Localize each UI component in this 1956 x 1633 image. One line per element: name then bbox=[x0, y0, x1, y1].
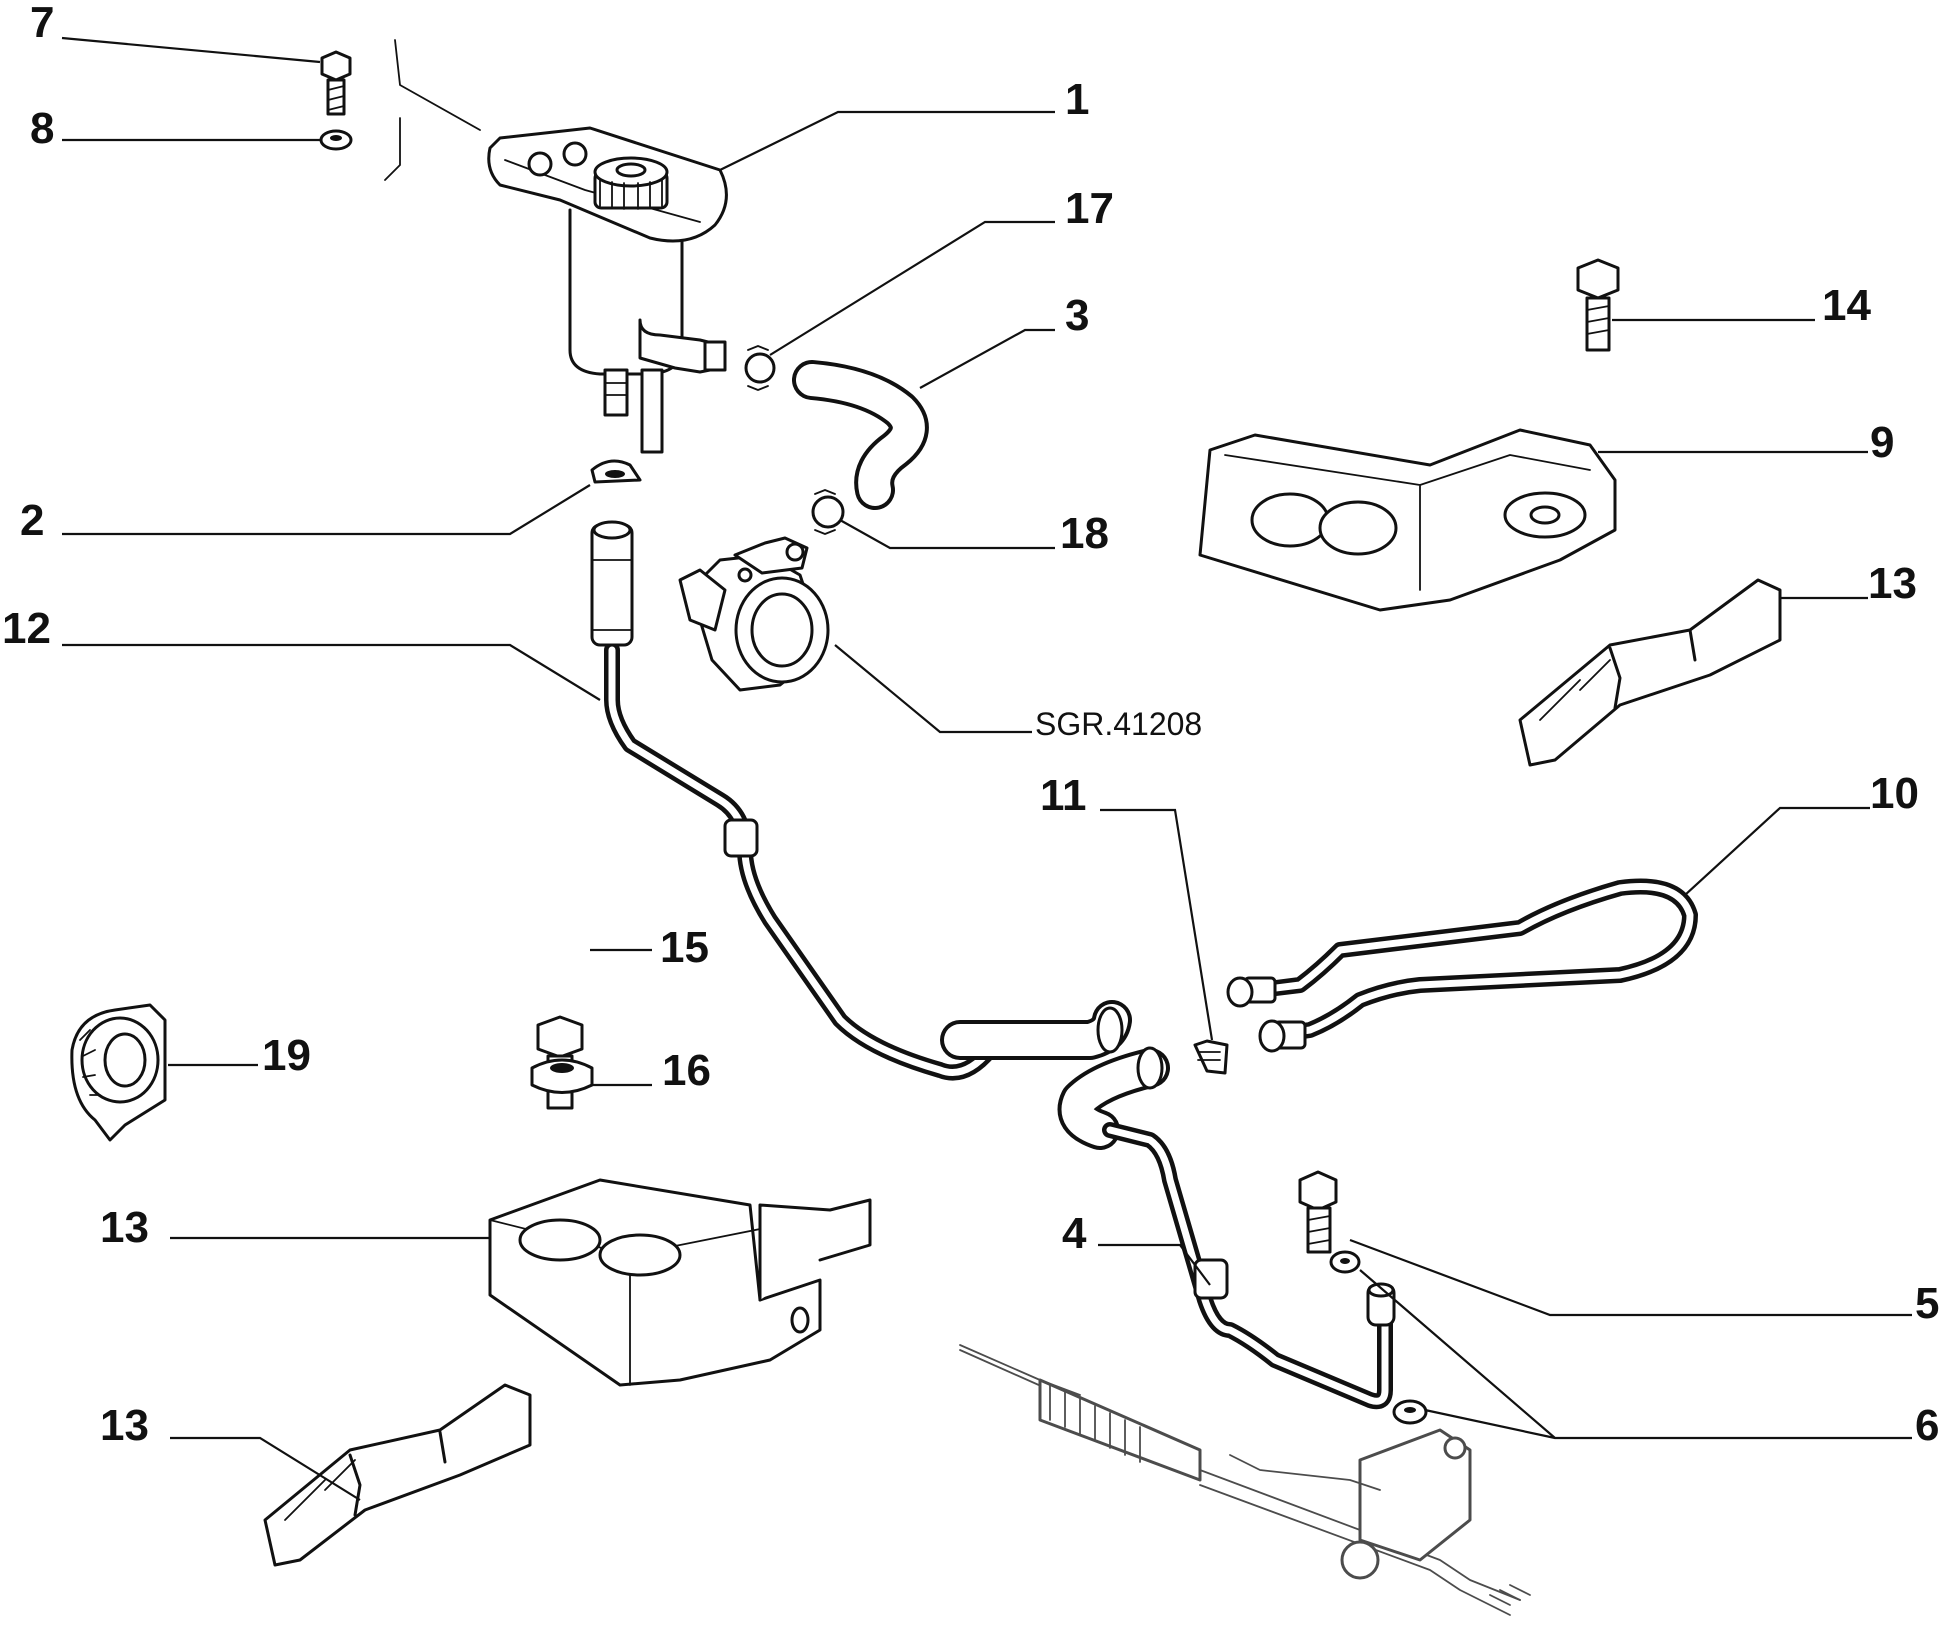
leader-4 bbox=[1098, 1243, 1211, 1286]
part-hose-clip-19 bbox=[70, 1003, 167, 1142]
part-union-bolt-5 bbox=[1298, 1170, 1338, 1254]
callout-1: 1 bbox=[1065, 75, 1089, 124]
part-screw-7 bbox=[320, 50, 352, 116]
part-washer-6-lower bbox=[1392, 1399, 1428, 1425]
callout-6: 6 bbox=[1915, 1401, 1939, 1450]
callout-9: 9 bbox=[1870, 418, 1894, 467]
part-supply-pipe-12 bbox=[590, 520, 1132, 1081]
leader-2 bbox=[62, 484, 591, 536]
part-washer-17 bbox=[530, 1058, 594, 1094]
callout-18-upper: 17 bbox=[1065, 184, 1114, 233]
part-hose-clamp-18-lower bbox=[811, 489, 845, 535]
part-washer-6-upper bbox=[1329, 1250, 1361, 1274]
callout-10: 10 bbox=[1870, 769, 1919, 818]
part-hose-clamp-18-upper bbox=[744, 345, 776, 391]
reference-code: SGR.41208 bbox=[1035, 706, 1202, 742]
part-pipe-holder-14 bbox=[488, 1178, 872, 1387]
leader-7 bbox=[61, 36, 321, 64]
part-oil-reservoir bbox=[487, 126, 728, 454]
part-clip-13-lower bbox=[263, 1383, 532, 1567]
callout-11: 11 bbox=[1040, 771, 1087, 820]
callout-labels: 7 8 1 17 3 14 9 2 18 13 12 SGR.41208 11 … bbox=[2, 0, 1939, 1450]
leader-5 bbox=[1349, 1238, 1912, 1317]
leader-1 bbox=[719, 110, 1055, 171]
callout-2: 2 bbox=[20, 496, 44, 545]
part-clamp-11 bbox=[1193, 1039, 1229, 1075]
part-steering-rack bbox=[959, 1344, 1531, 1616]
callout-7: 7 bbox=[30, 0, 54, 47]
callout-17: 16 bbox=[662, 1046, 711, 1095]
leader-10 bbox=[1684, 806, 1870, 896]
callout-13-upper: 13 bbox=[1868, 559, 1917, 608]
leader-13b bbox=[170, 1436, 361, 1501]
callout-19: 19 bbox=[262, 1031, 311, 1080]
callout-13-lower: 13 bbox=[100, 1401, 149, 1450]
callout-8: 8 bbox=[30, 104, 54, 153]
part-hose-clamp-2 bbox=[590, 459, 642, 484]
callout-4: 4 bbox=[1062, 1209, 1087, 1258]
part-clip-13-upper bbox=[1518, 578, 1782, 767]
leader-11 bbox=[1100, 808, 1214, 1041]
leader-18a bbox=[769, 220, 1055, 356]
leader-ref bbox=[834, 644, 1032, 734]
part-throttle-body-ref bbox=[678, 536, 830, 692]
callout-14: 13 bbox=[100, 1203, 149, 1252]
part-screw-15 bbox=[1576, 258, 1620, 352]
leader-18b bbox=[839, 519, 1055, 550]
callout-16: 15 bbox=[660, 923, 709, 972]
leader-lines bbox=[61, 36, 1912, 1501]
callout-12: 12 bbox=[2, 604, 51, 653]
callout-3: 3 bbox=[1065, 291, 1089, 340]
callout-5: 5 bbox=[1915, 1279, 1939, 1328]
leader-6 bbox=[1359, 1269, 1912, 1440]
part-bracket-9 bbox=[1198, 428, 1617, 612]
callout-18-lower: 18 bbox=[1060, 509, 1109, 558]
part-return-hose-3 bbox=[792, 360, 929, 510]
callout-15: 14 bbox=[1822, 281, 1871, 330]
part-washer-8 bbox=[319, 129, 353, 151]
leader-3 bbox=[919, 328, 1055, 389]
part-pipe-assembly-10 bbox=[1226, 878, 1698, 1053]
leader-12 bbox=[62, 643, 601, 701]
part-pressure-pipe-4 bbox=[1057, 1046, 1396, 1410]
